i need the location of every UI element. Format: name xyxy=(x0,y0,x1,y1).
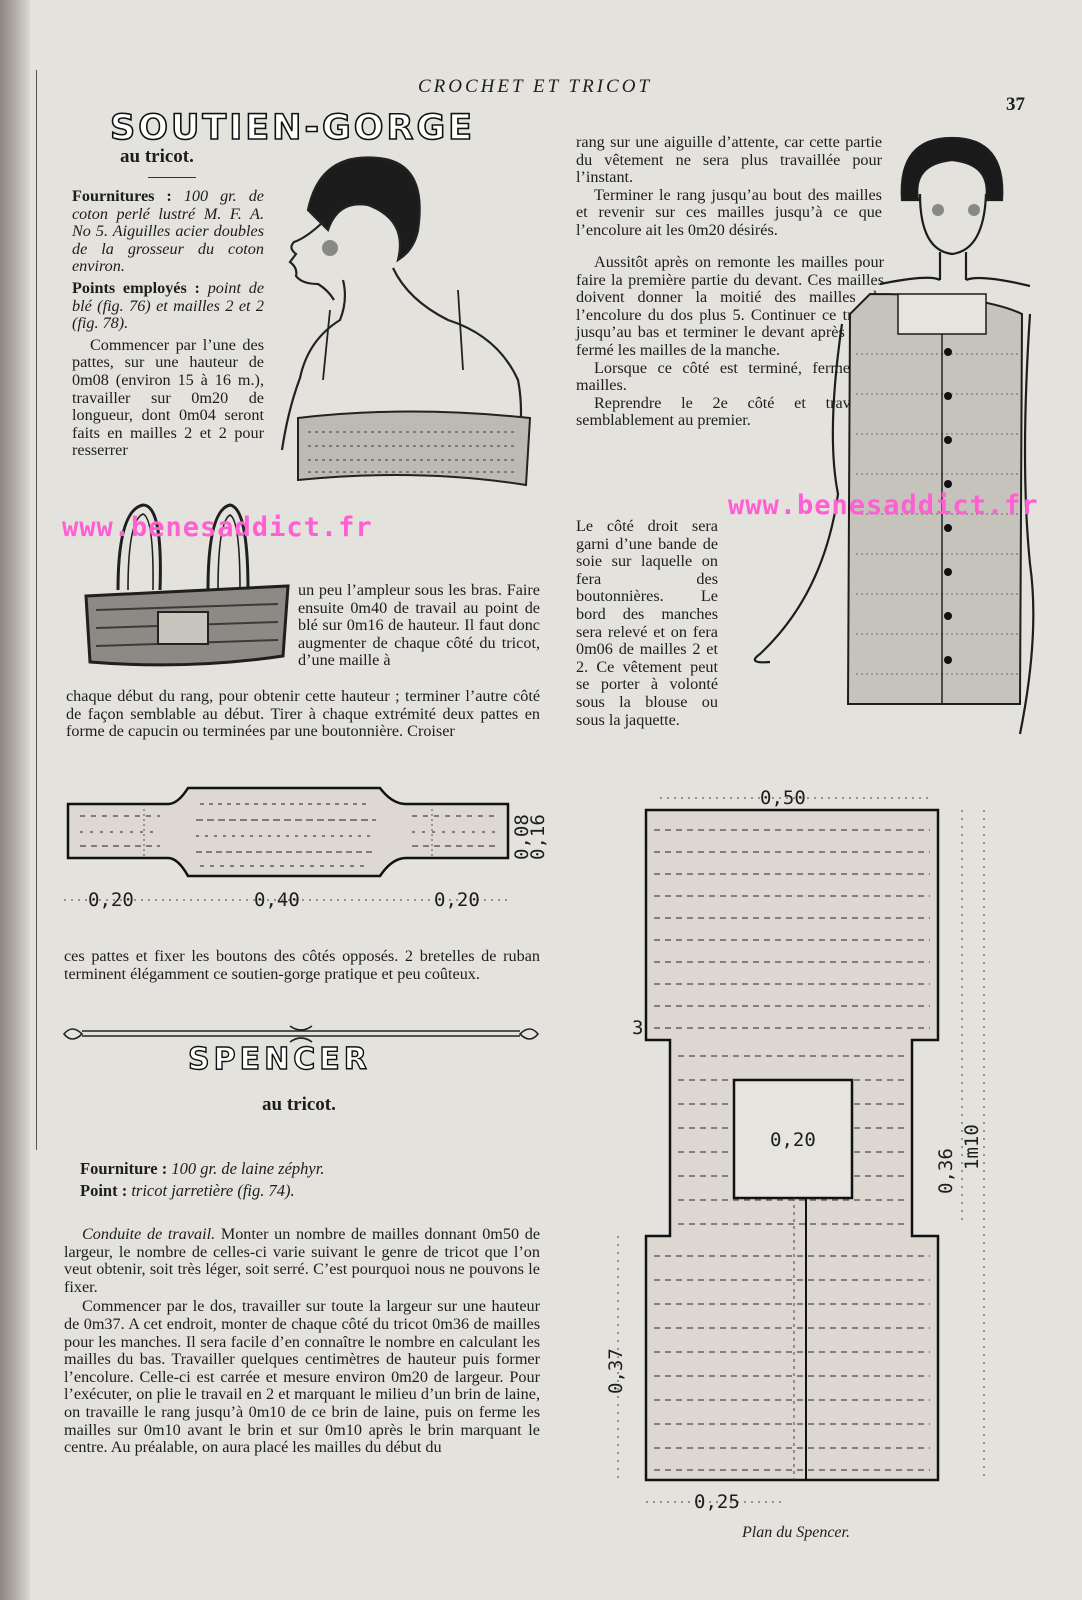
knitted-purse-illustration xyxy=(84,503,290,667)
plan-dim-sleeve: 0,36 xyxy=(935,1148,957,1194)
column-rule xyxy=(36,70,37,1150)
cont-paragraph-f: Le côté droit sera garni d’une bande de … xyxy=(576,517,718,729)
cont-paragraph-b: Terminer le rang jusqu’au bout des maill… xyxy=(576,185,882,239)
dim-height-2: 0,16 xyxy=(527,814,549,860)
cont-paragraph-c: Aussitôt après on remonte les mailles po… xyxy=(576,253,884,359)
spencer-plan-diagram: 0,50 0,20 0,25 3 0,36 1m10 0,37 xyxy=(605,787,985,1513)
cont-paragraph-e: Reprendre le 2e côté et travailler sembl… xyxy=(576,393,884,430)
fourniture-text: 100 gr. de laine zéphyr. xyxy=(171,1159,325,1178)
woman-bra-illustration xyxy=(280,156,532,487)
title-rule xyxy=(148,177,196,178)
article-subtitle-spencer: au tricot. xyxy=(262,1094,336,1115)
continuation-top: rang sur une aiguille d’attente, car cet… xyxy=(576,133,882,240)
plan-dim-total: 1m10 xyxy=(961,1124,983,1170)
body-paragraph-2a: un peu l’ampleur sous les bras. Faire en… xyxy=(298,581,540,670)
dim-right: 0,20 xyxy=(434,889,480,911)
point-text: tricot jarretière (fig. 74). xyxy=(131,1181,295,1200)
spencer-materials: Fourniture : 100 gr. de laine zéphyr. Po… xyxy=(80,1158,540,1202)
plan-dim-small: 3 xyxy=(632,1017,643,1039)
article-title-soutien-gorge: SOUTIEN-GORGE xyxy=(109,107,476,149)
points-text: point de blé (fig. 76) et mailles 2 et 2… xyxy=(72,278,264,333)
plan-caption: Plan du Spencer. xyxy=(742,1524,850,1541)
points-label: Points employés : xyxy=(72,278,200,297)
plan-dim-bottom: 0,25 xyxy=(694,1491,740,1513)
spencer-paragraph-2: Commencer par le dos, travailler sur tou… xyxy=(64,1297,540,1457)
cont-paragraph-a: rang sur une aiguille d’attente, car cet… xyxy=(576,133,882,187)
plan-dim-neck: 0,20 xyxy=(770,1129,816,1151)
ornamental-divider xyxy=(62,1025,540,1043)
bra-pattern-diagram: 0,08 0,16 0,20 0,40 0,20 xyxy=(64,786,549,911)
materials-block: Fournitures : 100 gr. de coton perlé lus… xyxy=(72,187,264,460)
watermark-right: www.benesaddict.fr xyxy=(728,490,1039,521)
conduite-label: Conduite de travail. xyxy=(82,1225,216,1243)
point-label: Point : xyxy=(80,1181,128,1200)
plan-dim-side: 0,37 xyxy=(605,1348,627,1394)
dim-height-1: 0,08 xyxy=(511,814,533,860)
body-paragraph: Commencer par l’une des pattes, sur une … xyxy=(72,335,264,460)
continuation-middle: Aussitôt après on remonte les mailles po… xyxy=(576,253,884,430)
plan-dim-top: 0,50 xyxy=(760,787,806,809)
woman-spencer-illustration xyxy=(753,136,1035,735)
spencer-body: Conduite de travail. Monter un nombre de… xyxy=(64,1225,541,1457)
running-title: CROCHET ET TRICOT xyxy=(418,76,653,97)
body-paragraph-2b: chaque début du rang, pour obtenir cette… xyxy=(66,687,540,741)
spencer-paragraph-1: Monter un nombre de mailles donnant 0m50… xyxy=(64,1225,541,1296)
cont-paragraph-d: Lorsque ce côté est terminé, fermer les … xyxy=(576,358,884,395)
article-subtitle: au tricot. xyxy=(120,146,194,167)
binding-gutter xyxy=(0,0,30,1600)
page-number: 37 xyxy=(1006,94,1025,115)
fournitures-label: Fournitures : xyxy=(72,187,172,205)
fournitures-text: 100 gr. de coton perlé lustré M. F. A. N… xyxy=(72,187,264,276)
watermark-left: www.benesaddict.fr xyxy=(62,512,373,543)
body-paragraph-3: ces pattes et fixer les boutons des côté… xyxy=(64,947,540,983)
fourniture-label: Fourniture : xyxy=(80,1159,168,1178)
dim-left: 0,20 xyxy=(88,889,134,911)
article-title-spencer: SPENCER xyxy=(187,1041,371,1077)
dim-middle: 0,40 xyxy=(254,889,300,911)
